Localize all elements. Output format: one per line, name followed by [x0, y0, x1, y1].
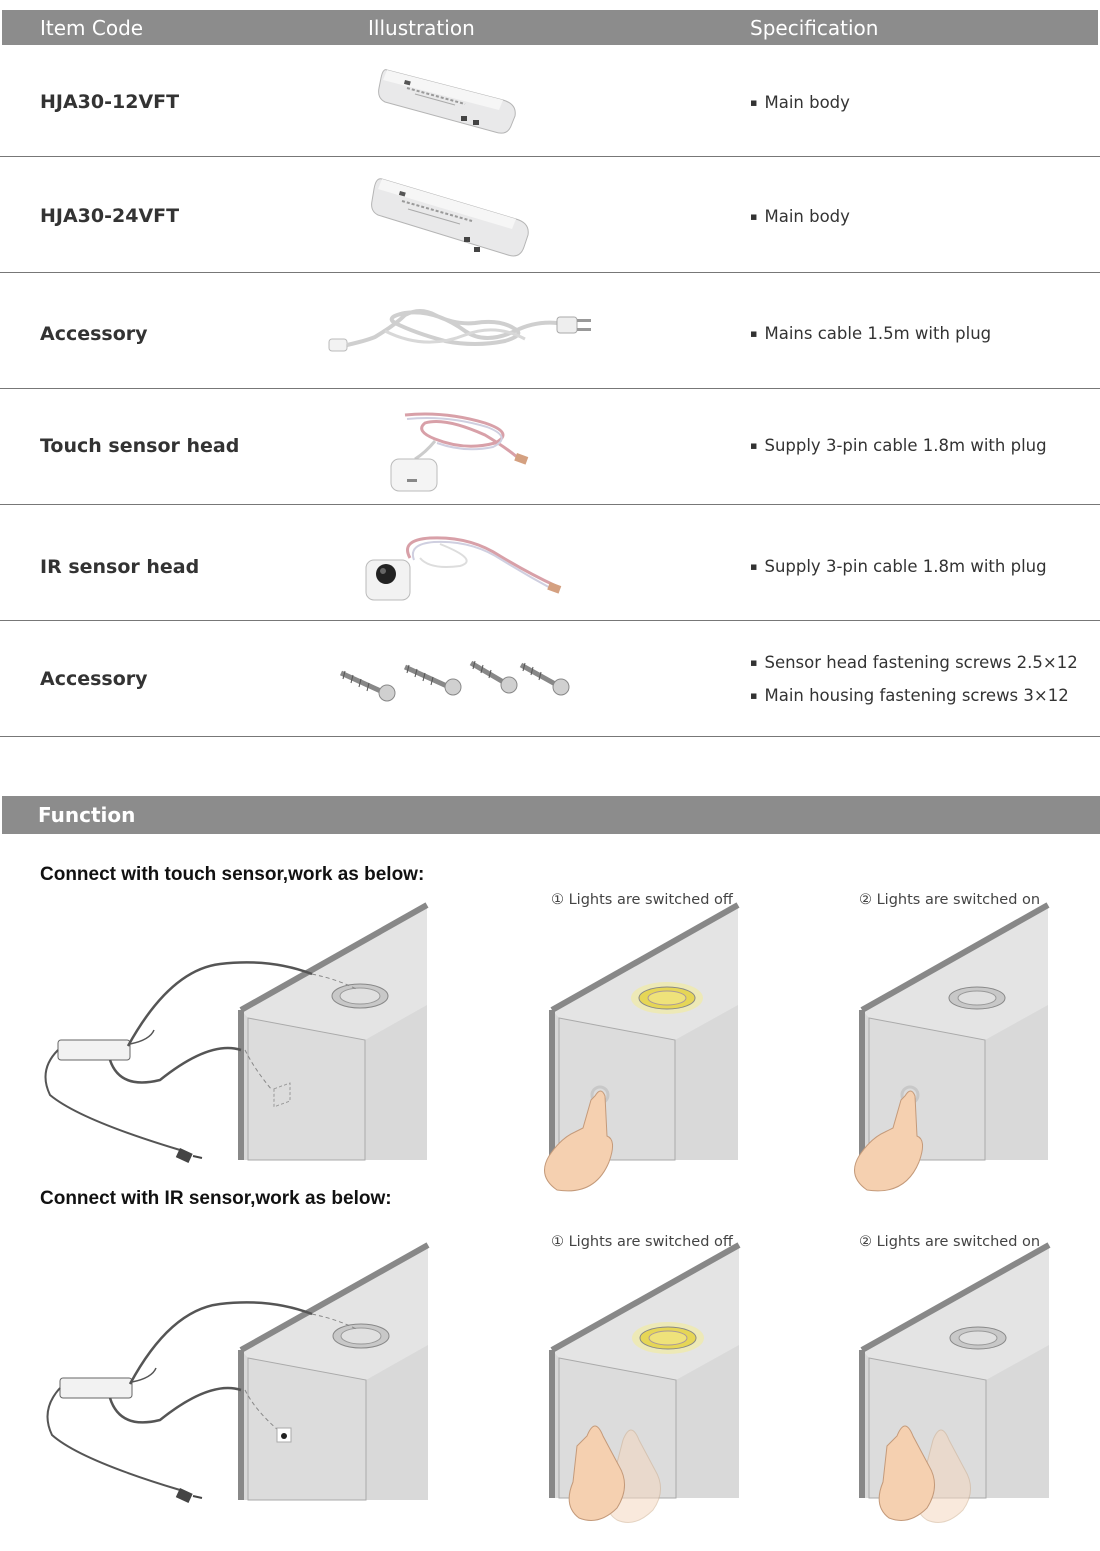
spec-list: Supply 3-pin cable 1.8m with plug — [750, 436, 1046, 455]
item-code: HJA30-12VFT — [40, 91, 180, 113]
table-row: HJA30-12VFT Main body — [0, 46, 1100, 157]
item-code: IR sensor head — [40, 556, 200, 578]
touch-wiring-diagram — [44, 902, 429, 1163]
table-row: HJA30-24VFT Main body — [0, 157, 1100, 273]
item-code: HJA30-24VFT — [40, 205, 180, 227]
touch-section-title: Connect with touch sensor,work as below: — [40, 864, 425, 885]
spec-item: Supply 3-pin cable 1.8m with plug — [750, 557, 1046, 576]
spec-list: Main body — [750, 93, 849, 112]
spec-item: Main housing fastening screws 3×12 — [750, 686, 1078, 705]
ir-off-diagram — [549, 1242, 741, 1523]
table-row: Touch sensor head Supply 3-pin cable 1.8… — [0, 389, 1100, 505]
table-row: Accessory Sensor head fastening screws 2… — [0, 621, 1100, 737]
mains-cable-image — [328, 309, 591, 352]
item-code: Accessory — [40, 323, 148, 345]
spec-list: Main body — [750, 207, 849, 226]
spec-list: Mains cable 1.5m with plug — [750, 324, 991, 343]
ir-section-title: Connect with IR sensor,work as below: — [40, 1188, 392, 1209]
touch-step2-caption: ② Lights are switched on — [859, 892, 1041, 908]
table-header: Item Code Illustration Specification — [2, 10, 1098, 45]
table-row: IR sensor head Supply 3-pin cable 1.8m w… — [0, 505, 1100, 621]
ir-on-diagram — [859, 1242, 1051, 1523]
driver-body-image — [371, 178, 529, 257]
touch-on-diagram — [854, 902, 1050, 1192]
table-row: Accessory Mains cable 1.5m with plug — [0, 273, 1100, 389]
spec-item: Main body — [750, 93, 849, 112]
spec-item: Mains cable 1.5m with plug — [750, 324, 991, 343]
header-item-code: Item Code — [40, 16, 144, 40]
ir-step1-caption: ① Lights are switched off — [551, 1234, 733, 1250]
item-code: Touch sensor head — [40, 435, 240, 457]
touch-sensor-image — [390, 412, 529, 492]
spec-list: Supply 3-pin cable 1.8m with plug — [750, 557, 1046, 576]
header-illustration: Illustration — [368, 16, 475, 40]
item-code: Accessory — [40, 668, 148, 690]
ir-wiring-diagram — [46, 1242, 430, 1503]
touch-step1-caption: ① Lights are switched off — [551, 892, 733, 908]
function-title: Function — [38, 803, 136, 827]
touch-off-diagram — [544, 902, 740, 1192]
spec-item: Sensor head fastening screws 2.5×12 — [750, 653, 1077, 672]
spec-item: Main body — [750, 207, 849, 226]
spec-item: Supply 3-pin cable 1.8m with plug — [750, 436, 1046, 455]
ir-sensor-image — [365, 536, 562, 601]
driver-body-image — [378, 69, 516, 134]
ir-step2-caption: ② Lights are switched on — [859, 1234, 1041, 1250]
header-specification: Specification — [750, 16, 879, 40]
spec-list: Sensor head fastening screws 2.5×12 Main… — [750, 653, 1078, 705]
function-header: Function — [2, 796, 1100, 834]
screws-image — [339, 660, 570, 702]
